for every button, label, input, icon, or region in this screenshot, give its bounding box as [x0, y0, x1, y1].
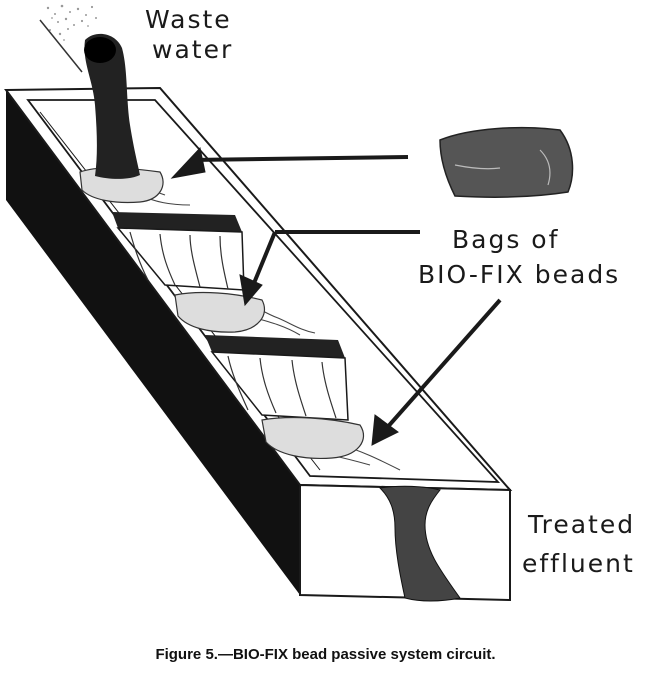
pipe-mouth	[84, 37, 116, 63]
pipe-edge	[39, 19, 83, 73]
label-waste-water-1: Waste	[145, 5, 232, 34]
arrows	[170, 146, 502, 446]
treated-effluent-stream	[378, 485, 461, 602]
arrow-to-bag-3	[383, 298, 502, 432]
bead-bag-3	[261, 416, 365, 460]
label-treated-2: effluent	[522, 549, 635, 578]
trough-left-wall	[6, 90, 300, 595]
arrow-to-bag-1	[189, 155, 409, 162]
spray-texture	[46, 4, 97, 41]
bead-bag-2	[174, 291, 265, 333]
figure-caption: Figure 5.—BIO-FIX bead passive system ci…	[155, 646, 496, 663]
label-bags-1: Bags of	[452, 225, 559, 254]
waste-water-stream	[84, 33, 140, 179]
label-waste-water-2: water	[152, 35, 233, 64]
label-bags-2: BIO-FIX beads	[418, 260, 620, 289]
label-treated-1: Treated	[527, 510, 635, 539]
weir-step-2	[205, 335, 349, 421]
bead-bag-illustration	[439, 126, 574, 198]
